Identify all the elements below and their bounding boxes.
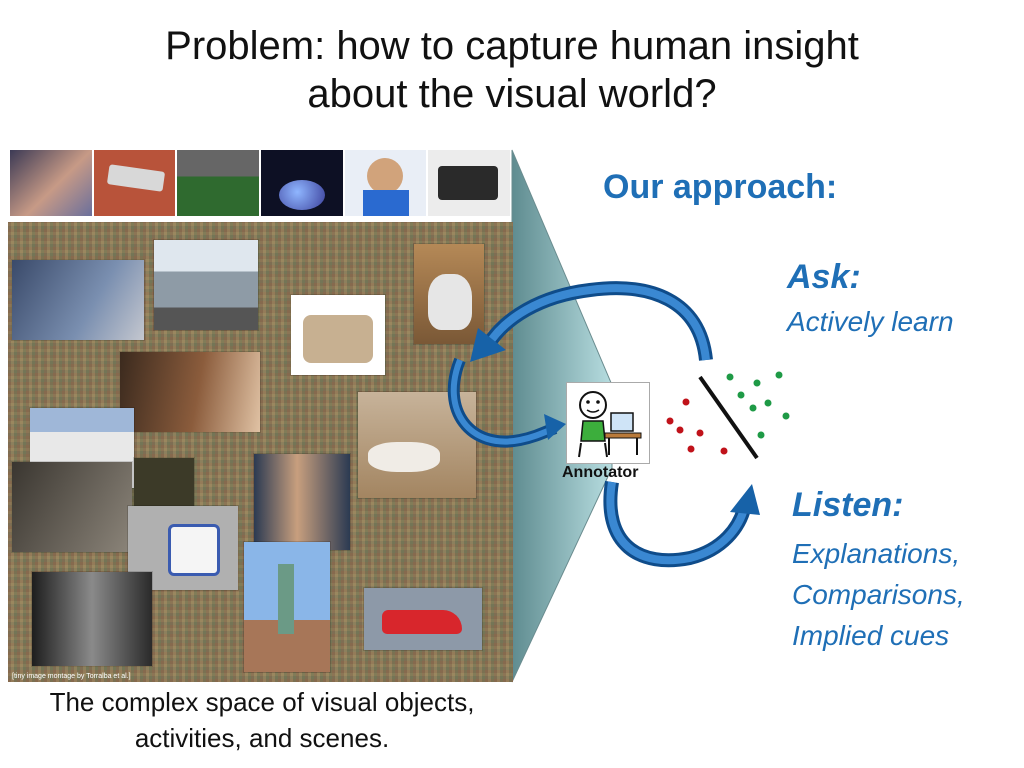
photo-men-office xyxy=(12,260,144,340)
photo-husky xyxy=(414,244,484,344)
photo-city-street xyxy=(154,240,258,330)
photo-thumb-people xyxy=(10,150,92,216)
classifier-boundary xyxy=(698,375,759,460)
red-point xyxy=(682,398,690,406)
green-point xyxy=(726,373,734,381)
caption-line-1: The complex space of visual objects, xyxy=(49,687,475,717)
annotator-label: Annotator xyxy=(562,464,639,481)
photo-strip xyxy=(10,150,511,216)
ask-heading: Ask: xyxy=(787,258,861,296)
listen-heading: Listen: xyxy=(792,486,904,524)
photo-dark-scene xyxy=(134,458,194,508)
ask-description: Actively learn xyxy=(787,306,954,337)
listen-item-implied-cues: Implied cues xyxy=(792,620,950,651)
green-point xyxy=(775,371,783,379)
title-line-1: Problem: how to capture human insight xyxy=(165,24,859,68)
listen-item-explanations: Explanations, xyxy=(792,538,961,569)
green-point xyxy=(782,412,790,420)
listen-list: Explanations, Comparisons, Implied cues xyxy=(792,533,965,656)
photo-noir-man xyxy=(32,572,152,666)
red-point xyxy=(676,426,684,434)
photo-thumb-photographer xyxy=(344,150,427,216)
photo-handbag xyxy=(291,295,385,375)
photo-thumb-stadium xyxy=(177,150,260,216)
listen-item-comparisons: Comparisons, xyxy=(792,579,965,610)
green-point xyxy=(764,399,772,407)
slide-title: Problem: how to capture human insight ab… xyxy=(0,22,1024,118)
photo-thumb-video-camera xyxy=(428,150,511,216)
photo-man-car xyxy=(12,462,132,552)
montage-caption: The complex space of visual objects, act… xyxy=(0,684,524,756)
red-point xyxy=(720,447,728,455)
red-point xyxy=(696,429,704,437)
title-line-2: about the visual world? xyxy=(307,72,717,116)
photo-boy-phone xyxy=(120,352,260,432)
photo-statue-liberty xyxy=(244,542,330,672)
photo-jetski xyxy=(364,588,482,650)
photo-thumb-security-camera xyxy=(93,150,176,216)
photo-woman-portrait xyxy=(254,454,350,550)
green-point xyxy=(757,431,765,439)
image-montage: [tiny image montage by Torralba et al.] xyxy=(8,222,513,682)
red-point xyxy=(687,445,695,453)
red-point xyxy=(666,417,674,425)
caption-line-2: activities, and scenes. xyxy=(134,723,390,753)
green-point xyxy=(737,391,745,399)
photo-thumb-satellite xyxy=(261,150,343,216)
annotator-icon xyxy=(566,382,650,464)
montage-credit: [tiny image montage by Torralba et al.] xyxy=(12,673,131,680)
green-point xyxy=(753,379,761,387)
approach-heading: Our approach: xyxy=(603,168,838,206)
green-point xyxy=(749,404,757,412)
